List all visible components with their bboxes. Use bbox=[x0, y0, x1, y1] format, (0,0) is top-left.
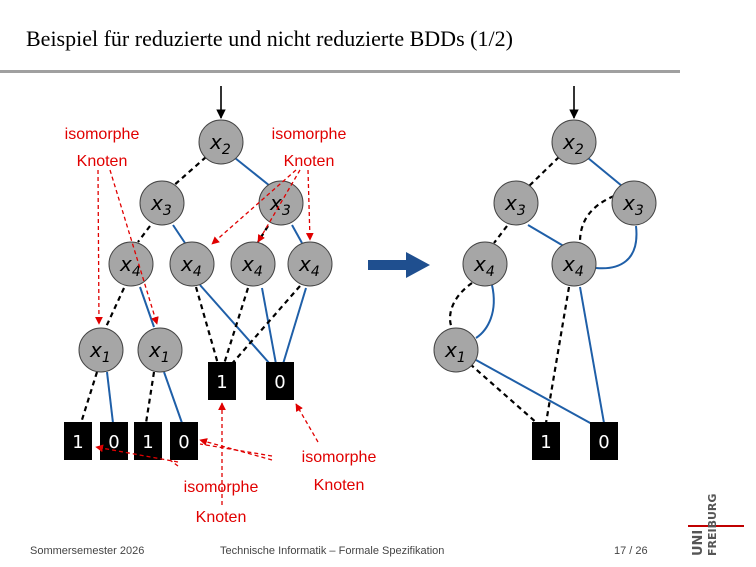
right-node-labels: x2 x3 x3 x4 x4 x1 bbox=[444, 130, 644, 366]
edge bbox=[172, 224, 186, 244]
node-x2-reduced bbox=[551, 119, 597, 165]
edge bbox=[199, 284, 271, 365]
terminal-label: 0 bbox=[274, 372, 285, 393]
transform-arrow bbox=[368, 252, 430, 278]
edge bbox=[282, 287, 307, 365]
edge bbox=[291, 224, 303, 244]
footer-course: Technische Informatik – Formale Spezifik… bbox=[220, 545, 445, 557]
node-x3-reduced-left bbox=[493, 180, 539, 226]
left-node-labels: x2 x3 x3 x4 x4 x4 x4 x1 x1 bbox=[89, 130, 320, 366]
edge bbox=[194, 286, 220, 365]
svg-text:x4: x4 bbox=[180, 252, 202, 280]
svg-text:x1: x1 bbox=[89, 338, 111, 366]
edge bbox=[234, 157, 271, 187]
node-x4-d bbox=[287, 241, 333, 287]
footer-semester: Sommersemester 2026 bbox=[30, 545, 145, 557]
annotation-text: isomorphe bbox=[65, 126, 140, 143]
node-x1-a bbox=[78, 327, 124, 373]
edge bbox=[163, 371, 183, 424]
terminal-label: 1 bbox=[142, 432, 153, 453]
annotation-text: isomorphe bbox=[302, 449, 377, 466]
terminal-label: 1 bbox=[216, 372, 227, 393]
terminal-1-a bbox=[64, 422, 92, 460]
terminal-0-a bbox=[100, 422, 128, 460]
svg-text:x2: x2 bbox=[562, 130, 584, 158]
left-edges bbox=[79, 156, 307, 424]
svg-text:x4: x4 bbox=[562, 252, 584, 280]
svg-text:x2: x2 bbox=[209, 130, 231, 158]
annotation-text: Knoten bbox=[314, 477, 365, 494]
annotation-arrows bbox=[95, 169, 319, 505]
terminal-1-mid bbox=[208, 362, 236, 400]
svg-text:x4: x4 bbox=[119, 252, 141, 280]
edge bbox=[137, 225, 151, 243]
terminal-label: 0 bbox=[598, 432, 609, 453]
node-x3-left bbox=[139, 180, 185, 226]
svg-text:x4: x4 bbox=[298, 252, 320, 280]
svg-text:UNI: UNI bbox=[691, 530, 706, 556]
edge bbox=[106, 371, 114, 424]
edge bbox=[261, 287, 277, 365]
edge bbox=[79, 371, 99, 424]
node-x4-b bbox=[169, 241, 215, 287]
terminal-0-reduced bbox=[590, 422, 618, 460]
svg-text:x3: x3 bbox=[504, 191, 526, 219]
svg-text:x3: x3 bbox=[150, 191, 172, 219]
annotation-text: Knoten bbox=[196, 509, 247, 526]
annotation-text: Knoten bbox=[77, 153, 128, 170]
terminal-0-b bbox=[170, 422, 198, 460]
node-x4-reduced-right bbox=[551, 241, 597, 287]
terminal-1-reduced bbox=[532, 422, 560, 460]
edge bbox=[222, 287, 250, 365]
terminal-label: 1 bbox=[72, 432, 83, 453]
terminal-1-b bbox=[134, 422, 162, 460]
svg-text:x1: x1 bbox=[148, 338, 170, 366]
node-x4-reduced-left bbox=[462, 241, 508, 287]
title-divider bbox=[0, 70, 680, 73]
node-x3-reduced-right bbox=[611, 180, 657, 226]
node-x2 bbox=[198, 119, 244, 165]
right-edges bbox=[448, 156, 638, 425]
annotation-text: isomorphe bbox=[184, 479, 259, 496]
right-nodes bbox=[433, 119, 657, 373]
left-terminals bbox=[64, 362, 294, 460]
terminal-label: 1 bbox=[540, 432, 551, 453]
left-nodes bbox=[78, 119, 333, 373]
terminal-0-mid bbox=[266, 362, 294, 400]
node-x4-c bbox=[230, 241, 276, 287]
annotation-text: Knoten bbox=[284, 153, 335, 170]
slide-title: Beispiel für reduzierte und nicht reduzi… bbox=[26, 26, 513, 51]
right-terminals bbox=[532, 422, 618, 460]
svg-text:x4: x4 bbox=[241, 252, 263, 280]
svg-text:x4: x4 bbox=[473, 252, 495, 280]
svg-text:x1: x1 bbox=[444, 338, 466, 366]
edge bbox=[144, 371, 156, 424]
edge bbox=[171, 156, 207, 188]
node-x4-a bbox=[108, 241, 154, 287]
footer-page-number: 17 / 26 bbox=[614, 545, 648, 557]
node-x1-b bbox=[137, 327, 183, 373]
edge bbox=[229, 285, 301, 367]
terminal-label: 0 bbox=[178, 432, 189, 453]
terminal-label: 0 bbox=[108, 432, 119, 453]
node-x1-reduced bbox=[433, 327, 479, 373]
svg-text:x3: x3 bbox=[269, 191, 291, 219]
svg-text:x3: x3 bbox=[622, 191, 644, 219]
edge bbox=[105, 287, 125, 328]
annotation-text: isomorphe bbox=[272, 126, 347, 143]
svg-text:FREIBURG: FREIBURG bbox=[706, 494, 719, 556]
university-logo: UNI FREIBURG bbox=[688, 494, 744, 556]
